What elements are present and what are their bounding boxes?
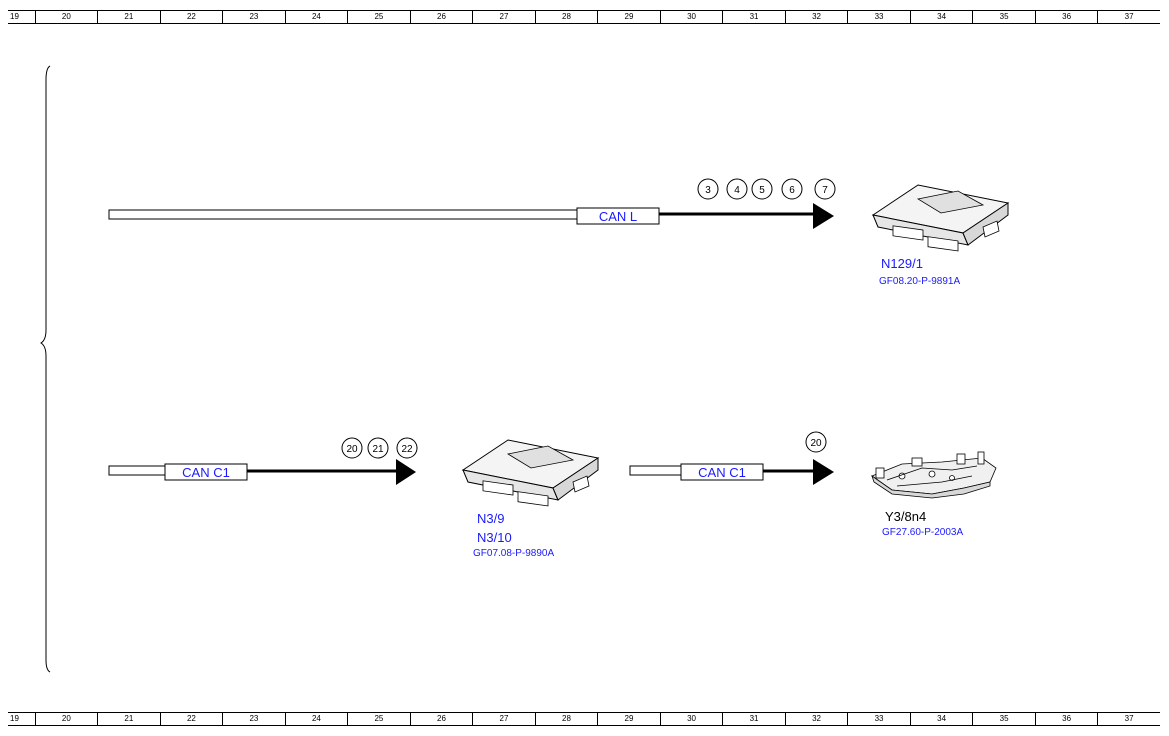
pin-number: 22	[401, 444, 413, 455]
group-brace	[40, 65, 51, 673]
pin-number: 4	[734, 185, 740, 196]
ruler-cell: 21	[97, 11, 160, 23]
ruler-cell: 29	[597, 713, 660, 725]
ruler-cell: 37	[1097, 11, 1160, 23]
control-unit-n3-icon	[461, 439, 600, 507]
ruler-cell: 36	[1034, 713, 1098, 725]
ruler-cell: 36	[1034, 11, 1098, 23]
ruler-cell: 25	[347, 11, 410, 23]
ruler-cell: 24	[284, 713, 348, 725]
ruler-cell: 23	[222, 11, 285, 23]
component-code: N3/10	[477, 530, 512, 545]
ruler-cell: 34	[909, 713, 973, 725]
ruler-cell: 33	[847, 11, 910, 23]
can-l-bus: CAN L	[108, 203, 834, 229]
reference-link[interactable]: GF27.60-P-2003A	[882, 527, 964, 538]
can-c1-left-pins: 20 21 22	[341, 437, 418, 459]
can-l-label: CAN L	[599, 209, 637, 224]
pin-number: 3	[705, 185, 711, 196]
can-c1-left-bus: CAN C1	[108, 459, 416, 485]
ruler-cell: 21	[97, 713, 160, 725]
reference-link[interactable]: GF08.20-P-9891A	[879, 276, 961, 287]
ruler-cell: 33	[847, 713, 910, 725]
ruler-cell: 28	[534, 11, 598, 23]
component-code: N3/9	[477, 511, 505, 526]
can-c1-left-label: CAN C1	[182, 465, 230, 480]
ruler-cell: 30	[659, 11, 723, 23]
transmission-controller-icon	[871, 451, 997, 499]
ruler-cell: 32	[784, 713, 848, 725]
can-c1-right-pins: 20	[805, 431, 827, 453]
ruler-cell: 31	[722, 713, 785, 725]
can-c1-right-bus: CAN C1	[629, 459, 834, 485]
ruler-cell: 19	[10, 12, 19, 21]
ruler-cell: 25	[347, 713, 410, 725]
pin-number: 20	[810, 438, 822, 449]
ruler-cell: 37	[1097, 713, 1160, 725]
ruler-cell: 24	[284, 11, 348, 23]
component-code: N129/1	[881, 256, 923, 271]
can-c1-right-label: CAN C1	[698, 465, 746, 480]
component-code: Y3/8n4	[885, 509, 927, 524]
ruler-cell: 26	[409, 11, 473, 23]
reference-link[interactable]: GF07.08-P-9890A	[473, 548, 555, 559]
ruler-cell: 20	[34, 713, 98, 725]
pin-number: 20	[346, 444, 358, 455]
ruler-cell: 32	[784, 11, 848, 23]
pin-number: 7	[822, 185, 828, 196]
pin-number: 21	[372, 444, 384, 455]
ruler-cell: 23	[222, 713, 285, 725]
ruler-cell: 22	[159, 11, 223, 23]
ruler-cell: 20	[34, 11, 98, 23]
ruler-cell: 19	[10, 714, 19, 723]
pin-number: 6	[789, 185, 795, 196]
ruler-cell: 34	[909, 11, 973, 23]
ruler-cell: 35	[972, 713, 1035, 725]
ruler-cell: 35	[972, 11, 1035, 23]
control-unit-n129-icon	[871, 184, 1010, 252]
ruler-cell: 27	[472, 713, 535, 725]
ruler-cell: 28	[534, 713, 598, 725]
pin-number: 5	[759, 185, 765, 196]
ruler-cell: 29	[597, 11, 660, 23]
ruler-cell: 27	[472, 11, 535, 23]
ruler-cell: 30	[659, 713, 723, 725]
ruler-cell: 26	[409, 713, 473, 725]
ruler-cell: 31	[722, 11, 785, 23]
can-l-pins: 3 4 5 6 7	[697, 178, 836, 200]
ruler-cell: 22	[159, 713, 223, 725]
